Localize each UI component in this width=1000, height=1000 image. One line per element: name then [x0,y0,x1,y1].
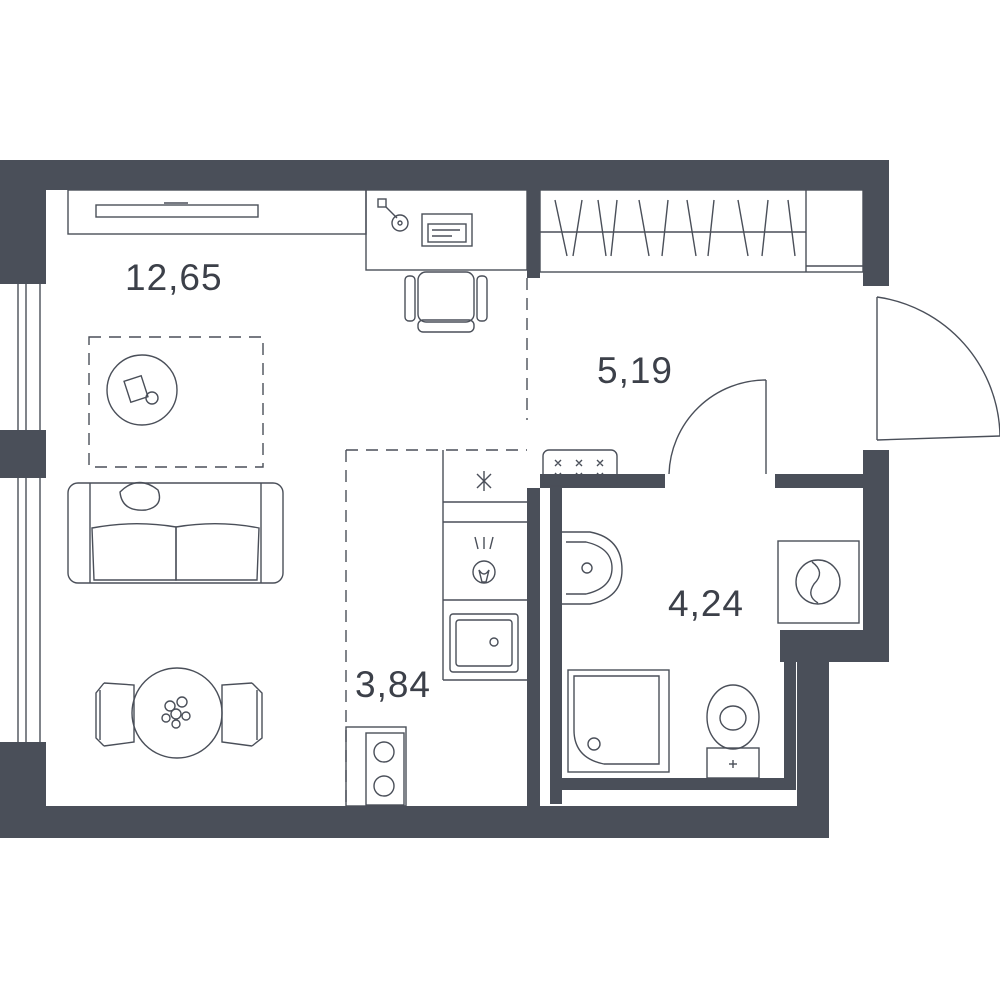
dining-table-icon [131,667,223,759]
wall-bath-top-right [775,474,863,488]
window-lower [17,478,41,742]
wall-bath-left [550,488,562,804]
living-room-area: 12,65 [125,257,223,298]
wardrobe-icon [539,189,864,273]
sofa-icon [67,481,284,584]
shower-icon [567,669,670,773]
shoe-mat-icon [542,449,618,487]
wall-right-upper [863,160,889,286]
wall-left-middle [0,430,46,478]
kitchen-counter [442,450,527,681]
bathroom-area: 4,24 [668,583,744,624]
desk [365,189,528,271]
fridge-icon [476,471,492,491]
coffee-table-icon [106,354,178,426]
wall-left-upper [0,160,46,284]
cooktop-icon [345,726,407,807]
laptop-icon [421,213,473,247]
sink-icon [449,613,519,673]
hall-area: 5,19 [597,350,673,391]
wall-right-lower [863,450,889,662]
office-chair-icon [404,271,488,333]
wall-partition-upper [527,190,540,278]
tv-stand [67,189,367,235]
chair-icon [95,682,135,747]
wall-partition-lower [527,488,540,808]
windows [17,284,41,742]
wall-bottom [0,806,829,838]
wall-bath-top-left [540,474,665,488]
kitchen-area: 3,84 [355,664,431,705]
wall-bath-corner-h [780,630,889,662]
washbasin-icon [562,531,623,605]
wall-bath-right [784,636,796,790]
chair-icon [221,682,263,747]
toilet-icon [706,684,760,779]
zone-boundaries [88,278,528,806]
lamp-icon [377,198,409,232]
washing-machine-icon [777,540,860,624]
wall-bath-bottom [550,778,796,790]
door-icon [876,296,1000,441]
plant-icon [161,696,191,729]
window-upper [17,284,41,430]
tv-icon [95,204,259,218]
wall-top [0,160,889,190]
wall-bath-corner-v [797,630,829,838]
rug-icon [88,336,264,468]
walls [0,160,889,838]
hood-icon [472,536,496,584]
door-icon [668,379,767,475]
